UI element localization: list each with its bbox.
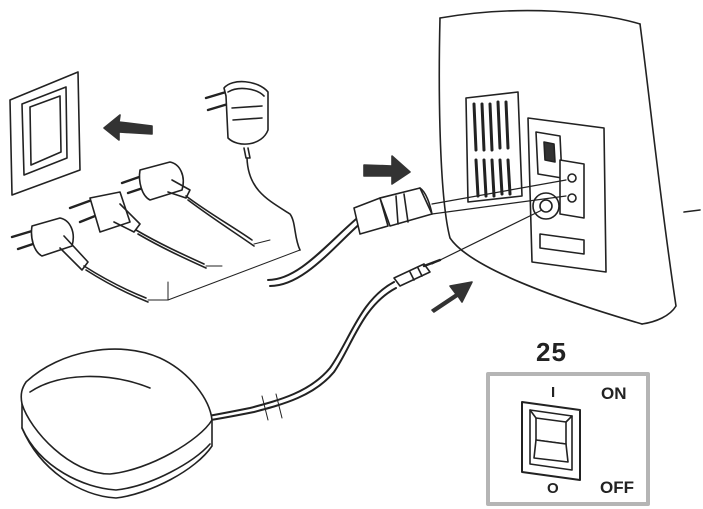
power-cord-connector-icon bbox=[353, 187, 433, 235]
eu-plug-icon bbox=[120, 161, 255, 247]
foot-controller-plug bbox=[393, 258, 442, 287]
switch-off-label: OFF bbox=[600, 478, 634, 497]
leader-lines bbox=[431, 179, 567, 265]
arrow-icon bbox=[103, 114, 153, 141]
foot-controller-cord bbox=[195, 281, 397, 423]
arrow-icon bbox=[363, 155, 411, 185]
ac-adapter-icon bbox=[204, 80, 301, 251]
power-switch-icon bbox=[521, 401, 581, 481]
arrow-icon bbox=[431, 281, 473, 313]
wall-socket-icon bbox=[9, 71, 81, 196]
foot-controller-icon bbox=[20, 348, 213, 499]
eu-plug-icon bbox=[10, 217, 149, 303]
switch-on-mark: I bbox=[551, 384, 556, 401]
us-plug-icon bbox=[68, 191, 207, 269]
switch-off-mark: O bbox=[547, 480, 559, 497]
plug-bracket-lines bbox=[147, 239, 301, 301]
sewing-machine-side-icon bbox=[438, 9, 701, 325]
switch-on-label: ON bbox=[601, 384, 627, 403]
step-number: 25 bbox=[536, 337, 567, 367]
power-cord bbox=[267, 213, 365, 287]
